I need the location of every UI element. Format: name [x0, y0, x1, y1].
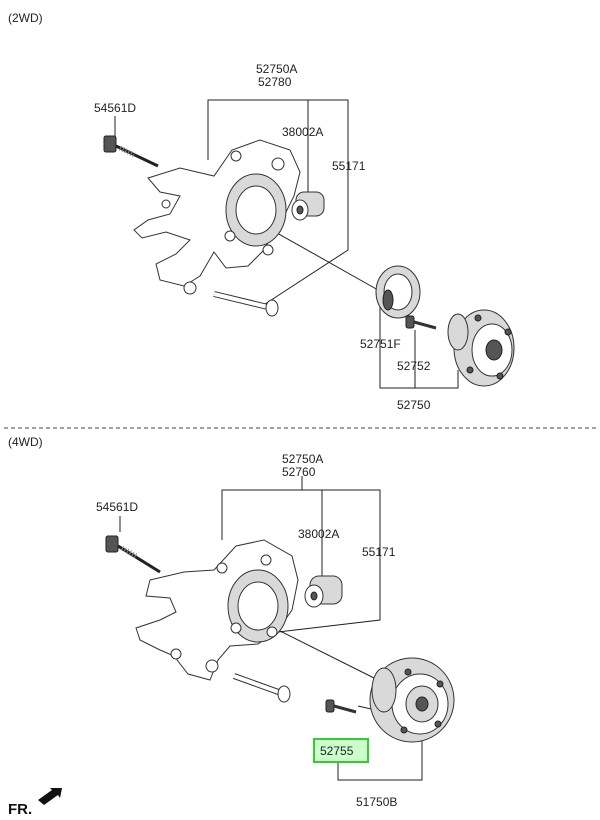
- bushing-38002a-4wd: [304, 575, 343, 608]
- label-38002a-2wd: 38002A: [282, 125, 323, 139]
- knuckle-2wd: [133, 139, 301, 295]
- label-52780-2wd: 52780: [258, 75, 292, 89]
- label-38002a-4wd: 38002A: [298, 527, 339, 541]
- label-51750b-4wd: 51750B: [356, 795, 397, 809]
- label-54561d-2wd: 54561D: [94, 101, 136, 115]
- section-2wd-label: (2WD): [8, 11, 43, 25]
- label-54561d-4wd: 54561D: [96, 500, 138, 514]
- highlight-box-52755[interactable]: [313, 738, 369, 763]
- front-direction-marker: FR.: [8, 788, 62, 818]
- label-52760-4wd: 52760: [282, 465, 316, 479]
- section-4wd-label: (4WD): [8, 435, 43, 449]
- hubbolt-52755-4wd: [325, 699, 357, 714]
- pin-55171-2wd: [213, 291, 279, 317]
- hub-52750-2wd: [447, 309, 515, 387]
- knuckle-4wd: [135, 539, 299, 681]
- front-marker-label: FR.: [8, 801, 32, 818]
- label-55171-4wd: 55171: [362, 545, 396, 559]
- label-52751f-2wd: 52751F: [360, 337, 401, 351]
- bracket-knuckle-2wd: [207, 99, 349, 307]
- label-52750-2wd: 52750: [397, 398, 431, 412]
- bushing-38002a-2wd: [291, 191, 325, 221]
- assembly-2wd: 52750A 52780 54561D 38002A 55171 52751F …: [94, 62, 515, 412]
- bracket-hub-4wd: [337, 740, 423, 781]
- pin-55171-4wd: [232, 673, 291, 703]
- leader-center-4wd: [261, 621, 379, 681]
- label-52750a-4wd: 52750A: [282, 452, 323, 466]
- seal-52751f-2wd: [375, 265, 421, 319]
- bracket-knuckle-4wd: [221, 489, 381, 633]
- label-55171-2wd: 55171: [332, 159, 366, 173]
- label-52755-4wd[interactable]: 52755: [320, 744, 354, 758]
- bracket-hub-2wd: [379, 296, 459, 389]
- hub-51750b-4wd: [369, 657, 455, 743]
- label-52752-2wd: 52752: [397, 359, 431, 373]
- hubbolt-52752-2wd: [405, 315, 437, 330]
- bolt-54561d-2wd: [103, 135, 159, 168]
- bolt-54561d-4wd: [105, 535, 161, 574]
- assembly-4wd: 52750A 52760 54561D 38002A 55171 52755 5…: [96, 452, 455, 809]
- label-52750a-2wd: 52750A: [256, 62, 297, 76]
- front-arrow-icon: [38, 788, 62, 805]
